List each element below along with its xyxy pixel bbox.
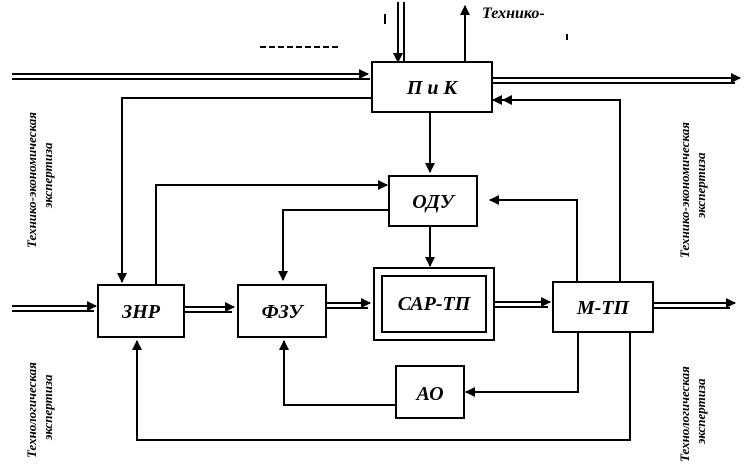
svg-text:экспертиза: экспертиза [693,378,708,445]
svg-text:экспертиза: экспертиза [693,152,708,219]
znr-to-fzu [184,302,235,313]
block-sar: САР-ТП [373,267,495,341]
odu-to-fzu [278,209,389,281]
fzu-to-sar [326,298,371,309]
svg-text:экспертиза: экспертиза [40,374,55,441]
sar-to-mtp [494,297,551,308]
svg-text:ЗНР: ЗНР [121,301,161,323]
svg-text:экспертиза: экспертиза [40,142,55,209]
pik-to-znr [117,97,372,283]
svg-text:Технологическая: Технологическая [677,366,692,462]
svg-text:Технологическая: Технологическая [24,362,39,458]
svg-text:П и К: П и К [406,77,459,99]
block-mtp: М-ТП [552,281,654,333]
top-input-double-arrow [393,2,405,63]
left-input-to-pik [12,69,370,80]
mtp-to-znr-bottom [132,332,631,441]
label-top-right: Технико- [482,5,545,22]
svg-text:Технико-экономическая: Технико-экономическая [24,112,39,248]
znr-to-odu [155,180,388,285]
block-odu: ОДУ [388,175,478,227]
block-pik: П и К [371,61,493,113]
label-left-lower: Технологическая экспертиза [24,362,55,458]
pik-output-right [493,73,741,84]
block-ao: АО [395,365,465,419]
mtp-to-odu [489,195,578,285]
label-left-upper: Технико-экономическая экспертиза [24,112,55,248]
ao-to-fzu [279,340,396,406]
svg-text:ОДУ: ОДУ [412,191,456,213]
block-fzu: ФЗУ [237,284,327,338]
svg-text:САР-ТП: САР-ТП [398,293,472,315]
block-znr: ЗНР [97,284,185,338]
label-right-upper: Технико-экономическая экспертиза [677,122,708,258]
mtp-to-ao [465,332,579,397]
svg-text:АО: АО [414,383,443,405]
svg-text:Технико-экономическая: Технико-экономическая [677,122,692,258]
svg-text:ФЗУ: ФЗУ [262,301,305,323]
svg-text:М-ТП: М-ТП [576,297,631,319]
mtp-to-pik [502,95,621,285]
left-input-to-znr [12,301,97,312]
mtp-output-right [653,298,736,309]
label-right-lower: Технологическая экспертиза [677,366,708,462]
